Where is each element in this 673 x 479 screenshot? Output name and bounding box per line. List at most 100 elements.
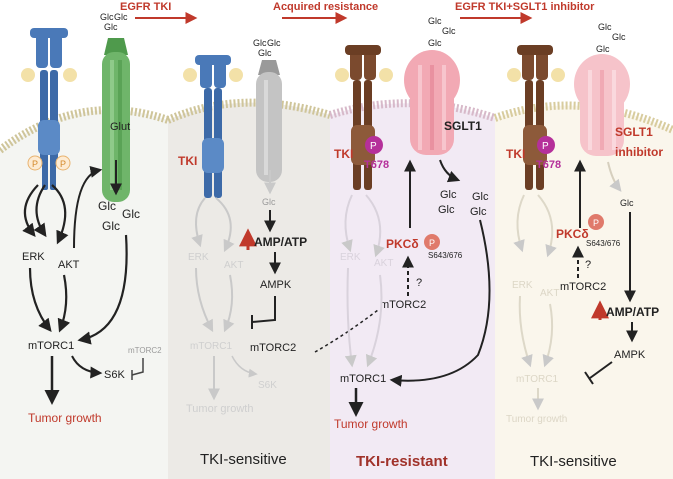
panel4-arrow-egfr-akt (537, 194, 557, 258)
panel4-arrow-akt-mtorc1 (542, 303, 554, 368)
panel2-mtorc1: mTORC1 (190, 341, 232, 352)
panel3-glc-in-1: Glc (440, 189, 457, 201)
panel3-glc-in-2: Glc (472, 191, 489, 203)
panel2-s6k: S6K (258, 380, 277, 391)
panel2-glc-top-1: Glc (253, 38, 267, 48)
panel3-glc-top-2: Glc (442, 26, 456, 36)
panel3-pkc-phospho (424, 234, 440, 250)
panel1-glc-top-3: Glc (104, 22, 118, 32)
panel4-mtorc1: mTORC1 (516, 374, 558, 385)
panel3-phospho-label: P (370, 141, 377, 152)
panel1-outcome: Tumor growth (28, 411, 102, 425)
panel4-tki: TKI (506, 147, 525, 161)
panel3-erk: ERK (340, 252, 361, 263)
panel1-arrow-erk-mtorc1 (28, 267, 52, 333)
panel2-erk: ERK (188, 252, 209, 263)
panel4-sglt1: SGLT1 (615, 125, 653, 139)
panel3-egfr-receptor (335, 45, 393, 190)
panel2-glc-top-3: Glc (258, 48, 272, 58)
panel3-glc-top-3: Glc (428, 38, 442, 48)
panel2-status: TKI-sensitive (200, 451, 287, 468)
panel2-mtorc2: mTORC2 (250, 342, 296, 354)
panel3-sglt1-transporter (404, 50, 460, 155)
panel3-glc-top-1: Glc (428, 16, 442, 26)
panel4-sglt1-transporter-inhibited (574, 54, 630, 156)
panel3-question: ? (416, 277, 422, 289)
panel4-glc-in: Glc (620, 198, 634, 208)
panel3-outcome: Tumor growth (334, 417, 408, 431)
panel4-inhibit-bar (584, 371, 594, 385)
panel1-mtorc2: mTORC2 (128, 346, 162, 355)
panel1-cell (0, 110, 168, 479)
panel4-glc-top-3: Glc (596, 44, 610, 54)
panel4-erk: ERK (512, 280, 533, 291)
header-step1: EGFR TKI (120, 1, 171, 13)
panel2-arrow-akt-mtorc1 (223, 274, 235, 333)
panel1-arrow-glc-mtorc1 (77, 234, 128, 345)
panel1-s6k: S6K (104, 369, 125, 381)
panel4-mtorc2: mTORC2 (560, 281, 606, 293)
panel1-phospho-2 (55, 155, 71, 171)
panel2-arrow-egfr-erk (191, 197, 206, 248)
panel3-status: TKI-resistant (356, 453, 448, 470)
panel3-mtorc1: mTORC1 (340, 373, 386, 385)
panel4-status: TKI-sensitive (530, 453, 617, 470)
panel3-akt: AKT (374, 258, 393, 269)
panel3-glc-in-3: Glc (438, 204, 455, 216)
panel2-tki: TKI (178, 154, 197, 168)
panel1-glc-in-3: Glc (102, 219, 120, 233)
panel3-t678: T678 (364, 159, 389, 171)
panel3-arrow-glc-mtorc1 (389, 219, 491, 387)
panel2-inhibit-ampk-mtorc1 (251, 296, 276, 323)
panel3-pkc-phospho-label: P (429, 238, 435, 248)
panel1-phospho-1-label: P (32, 159, 38, 169)
panel4-glc-top-2: Glc (612, 32, 626, 42)
panel2-arrow-mtorc1-s6k (231, 355, 258, 378)
panel4-outcome: Tumor growth (506, 414, 567, 425)
panel2-egfr-receptor (183, 55, 243, 198)
panel4-phospho (537, 136, 555, 154)
panel2-amp-atp: AMP/ATP (254, 235, 307, 249)
panel2-glc-top-2: Glc (267, 38, 281, 48)
panel4-pkc-site: S643/676 (586, 239, 621, 248)
panel1-glc-in-1: Glc (98, 199, 116, 213)
panel4-amp-atp: AMP/ATP (606, 305, 659, 319)
panel3-glc-in-4: Glc (470, 206, 487, 218)
panel2-ampk: AMPK (260, 279, 292, 291)
panel2-arrow-erk-mtorc1 (195, 267, 214, 333)
panel4-pkc: PKCδ (556, 227, 589, 241)
panel4-t678: T678 (536, 159, 561, 171)
panel3-tki: TKI (334, 147, 353, 161)
panel4-akt: AKT (540, 288, 559, 299)
panel4-egfr-receptor (507, 45, 565, 190)
panel4-inhibit-ampk-mtorc1 (589, 361, 613, 379)
panel1-glc-in-2: Glc (122, 207, 140, 221)
panel1-glut-label: Glut (110, 121, 130, 133)
panel1-arrow-mtorc1-s6k (71, 355, 103, 379)
panel3-mtorc2: mTORC2 (380, 299, 426, 311)
panel4-phospho-label: P (542, 141, 549, 152)
panel3-arrow-akt-mtorc1 (365, 274, 383, 368)
panel1-glc-top-1: Glc (100, 12, 114, 22)
panel1-akt: AKT (58, 259, 80, 271)
panel3-arrow-erk-mtorc1 (344, 267, 357, 368)
panel1-phospho-1 (27, 155, 43, 171)
panel3-phospho (365, 136, 383, 154)
panel4-glc-top-1: Glc (598, 22, 612, 32)
panel3-cell (330, 103, 495, 479)
panel4-pkc-phospho-label: P (593, 218, 599, 228)
panel4-cell (495, 105, 673, 479)
panel1-glut-transporter (102, 38, 130, 202)
panel4-pkc-phospho (588, 214, 604, 230)
panel4-question: ? (585, 259, 591, 271)
panel2-arrow-egfr-akt (215, 197, 235, 253)
header-step2: Acquired resistance (273, 1, 378, 13)
panel2-glc-in: Glc (262, 197, 276, 207)
panel1-mtorc1: mTORC1 (28, 340, 74, 352)
panel3-sglt1: SGLT1 (444, 119, 482, 133)
panel1-phospho-2-label: P (60, 159, 66, 169)
panel3-arrow-egfr-akt (365, 194, 385, 258)
panel4-arrow-egfr-erk (513, 194, 525, 253)
